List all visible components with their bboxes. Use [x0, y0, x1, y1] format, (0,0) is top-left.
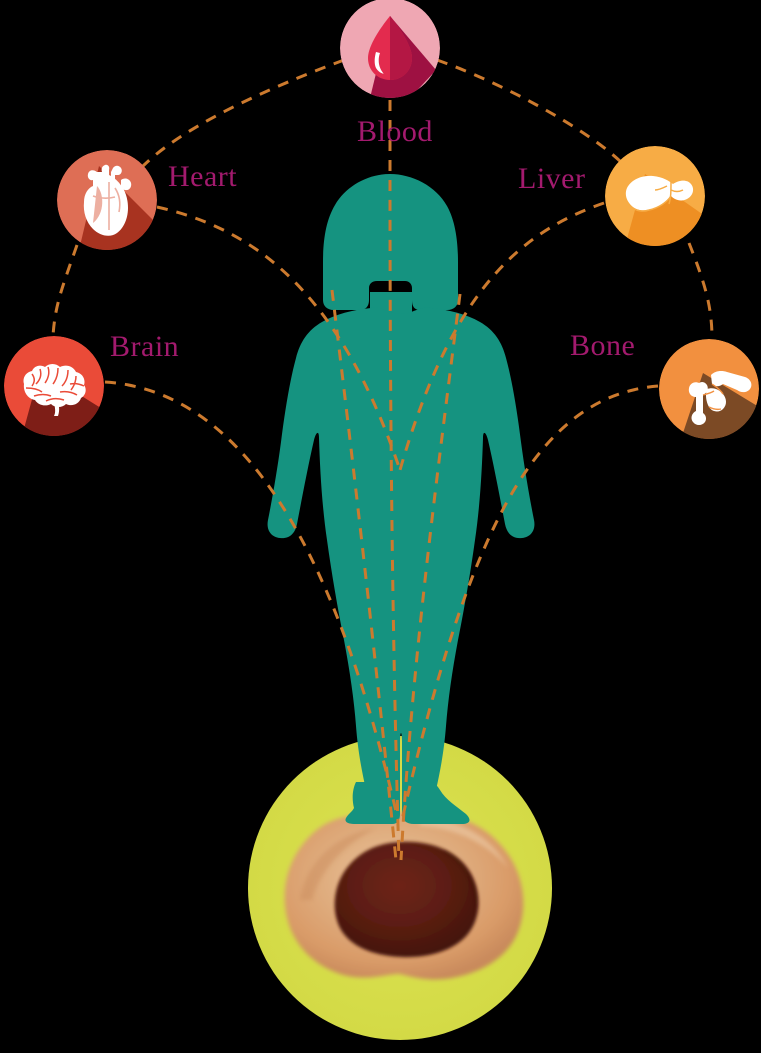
- label-blood: Blood: [357, 115, 433, 148]
- bone-joint-icon[interactable]: [659, 339, 759, 439]
- node-bone[interactable]: [659, 339, 759, 439]
- brain-organ-icon[interactable]: [4, 336, 104, 436]
- tumor-cytoplasm-texture: [300, 828, 376, 900]
- heart-organ-icon[interactable]: [57, 150, 157, 250]
- arc-blood-to-liver: [436, 58, 624, 165]
- label-brain: Brain: [110, 330, 180, 363]
- tumor-nucleus-shading: [444, 850, 478, 916]
- tumor-nucleus: [334, 841, 479, 958]
- arc-inner-right: [399, 293, 462, 861]
- arc-blood-to-heart: [141, 58, 345, 168]
- label-liver: Liver: [518, 162, 586, 195]
- node-brain[interactable]: [4, 336, 104, 436]
- arc-brain-to-body: [104, 380, 400, 821]
- arc-spine-center: [388, 179, 401, 861]
- label-bone: Bone: [570, 329, 636, 362]
- arc-heart-to-brain: [51, 244, 79, 337]
- node-liver[interactable]: [605, 146, 705, 246]
- blood-drop-icon[interactable]: [340, 0, 440, 98]
- arc-inner-left: [330, 289, 398, 861]
- liver-organ-icon[interactable]: [605, 146, 705, 246]
- arc-bone-to-body: [400, 384, 659, 821]
- label-heart: Heart: [168, 160, 238, 193]
- arc-heart-to-body: [156, 205, 402, 471]
- node-heart[interactable]: [57, 150, 157, 250]
- arc-liver-to-bone: [687, 242, 714, 340]
- arc-liver-to-body: [398, 201, 605, 471]
- node-blood[interactable]: [340, 0, 440, 98]
